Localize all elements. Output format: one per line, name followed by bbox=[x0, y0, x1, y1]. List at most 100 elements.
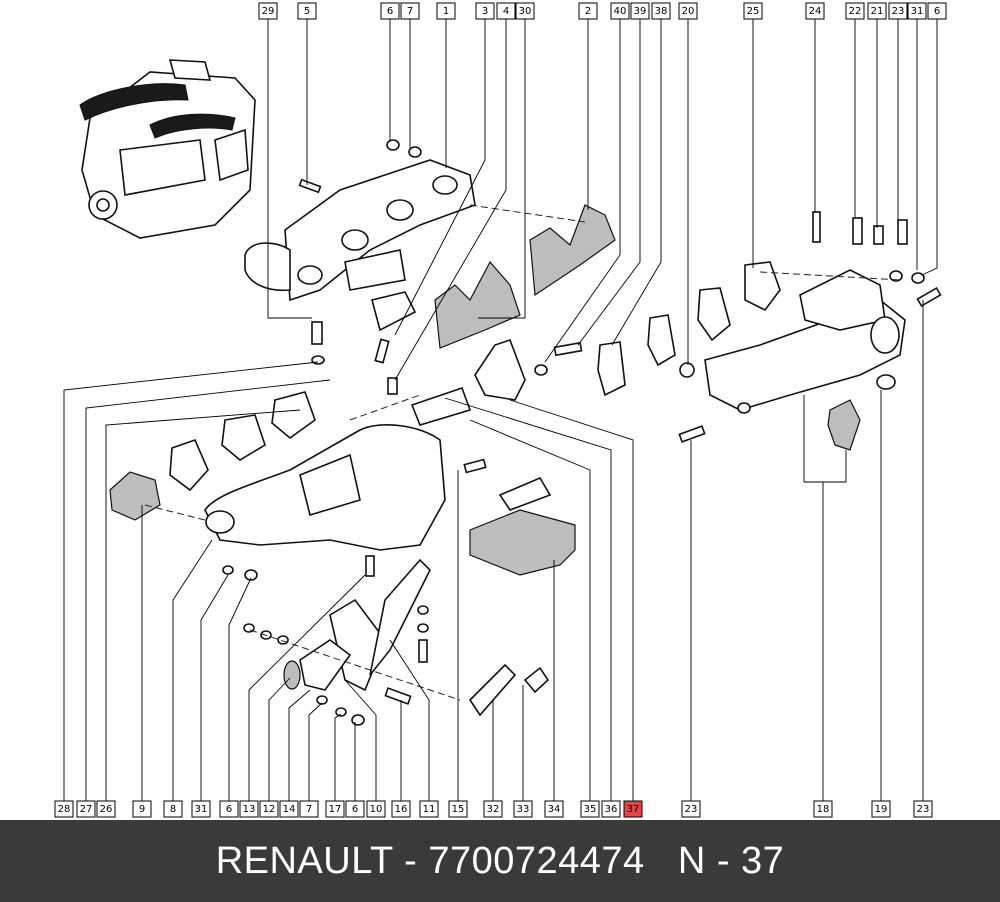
callout-number: 6 bbox=[226, 804, 232, 815]
callout-bottom-18: 33 bbox=[513, 800, 533, 818]
callout-number: 38 bbox=[655, 6, 668, 17]
callout-number: 13 bbox=[243, 804, 256, 815]
callout-number: 32 bbox=[487, 804, 500, 815]
callout-number: 16 bbox=[395, 804, 408, 815]
callout-top-8: 2 bbox=[578, 2, 598, 20]
callout-top-15: 22 bbox=[845, 2, 865, 20]
callout-bottom-16: 15 bbox=[448, 800, 468, 818]
callout-number: 31 bbox=[911, 6, 924, 17]
callout-bottom-4: 8 bbox=[163, 800, 183, 818]
callout-number: 28 bbox=[58, 804, 71, 815]
callout-number: 35 bbox=[584, 804, 597, 815]
callout-bottom-25: 19 bbox=[871, 800, 891, 818]
fasteners bbox=[222, 139, 942, 726]
callout-number: 39 bbox=[634, 6, 647, 17]
callout-bottom-3: 9 bbox=[132, 800, 152, 818]
callout-top-16: 21 bbox=[867, 2, 887, 20]
callout-top-5: 3 bbox=[475, 2, 495, 20]
callout-top-6: 4 bbox=[496, 2, 516, 20]
upper-exhaust-manifold bbox=[244, 159, 476, 332]
callout-number: 20 bbox=[682, 6, 695, 17]
callout-number: 37 bbox=[627, 804, 640, 815]
callout-number: 4 bbox=[503, 6, 509, 17]
callout-top-4: 1 bbox=[436, 2, 456, 20]
callout-number: 12 bbox=[263, 804, 276, 815]
bracket bbox=[410, 338, 526, 426]
callout-bottom-6: 6 bbox=[219, 800, 239, 818]
callout-number: 9 bbox=[139, 804, 145, 815]
callout-bottom-7: 13 bbox=[239, 800, 259, 818]
callout-number: 7 bbox=[306, 804, 312, 815]
callout-number: 3 bbox=[482, 6, 488, 17]
callout-number: 23 bbox=[685, 804, 698, 815]
callout-bottom-20: 35 bbox=[580, 800, 600, 818]
callout-number: 22 bbox=[849, 6, 862, 17]
callout-top-13: 25 bbox=[743, 2, 763, 20]
callout-number: 26 bbox=[100, 804, 113, 815]
callout-number: 5 bbox=[304, 6, 310, 17]
callout-bottom-15: 11 bbox=[419, 800, 439, 818]
callout-number: 21 bbox=[871, 6, 884, 17]
callout-bottom-23: 23 bbox=[681, 800, 701, 818]
callout-top-18: 31 bbox=[907, 2, 927, 20]
right-exhaust-manifold bbox=[597, 261, 906, 451]
callout-number: 29 bbox=[262, 6, 275, 17]
callout-top-12: 20 bbox=[678, 2, 698, 20]
lower-exhaust-manifold bbox=[109, 391, 446, 551]
callout-bottom-10: 7 bbox=[299, 800, 319, 818]
callout-bottom-12: 6 bbox=[345, 800, 365, 818]
callout-number: 23 bbox=[892, 6, 905, 17]
callout-top-17: 23 bbox=[888, 2, 908, 20]
callout-bottom-21: 36 bbox=[601, 800, 621, 818]
callout-bottom-17: 32 bbox=[483, 800, 503, 818]
callout-bottom-2: 26 bbox=[96, 800, 116, 818]
callout-number: 11 bbox=[423, 804, 436, 815]
callout-number: 24 bbox=[809, 6, 822, 17]
callout-number: 27 bbox=[80, 804, 93, 815]
callout-bottom-9: 14 bbox=[279, 800, 299, 818]
callout-top-0: 29 bbox=[258, 2, 278, 20]
callout-bottom-19: 34 bbox=[544, 800, 564, 818]
callout-bottom-11: 17 bbox=[325, 800, 345, 818]
callout-top-3: 7 bbox=[400, 2, 420, 20]
callout-bottom-8: 12 bbox=[259, 800, 279, 818]
callout-bottom-0: 28 bbox=[54, 800, 74, 818]
callout-bottom-24: 18 bbox=[813, 800, 833, 818]
callout-top-2: 6 bbox=[380, 2, 400, 20]
lower-brackets bbox=[283, 558, 550, 717]
callout-top-10: 39 bbox=[630, 2, 650, 20]
callout-top-14: 24 bbox=[805, 2, 825, 20]
callout-bottom-1: 27 bbox=[76, 800, 96, 818]
callout-number: 34 bbox=[548, 804, 561, 815]
callout-top-7: 30 bbox=[515, 2, 535, 20]
engine-thumbnail bbox=[79, 59, 256, 239]
callout-top-11: 38 bbox=[651, 2, 671, 20]
callout-number: 40 bbox=[614, 6, 627, 17]
callout-number: 8 bbox=[170, 804, 176, 815]
callout-number: 15 bbox=[452, 804, 465, 815]
callout-number: 36 bbox=[605, 804, 618, 815]
leader-lines bbox=[63, 19, 938, 801]
callout-number: 31 bbox=[195, 804, 208, 815]
callout-bottom-22: 37 bbox=[623, 800, 643, 818]
exploded-parts-diagram: 2956713430240393820252422212331628272698… bbox=[54, 2, 947, 818]
callout-number: 6 bbox=[387, 6, 393, 17]
callout-number: 10 bbox=[370, 804, 383, 815]
callout-bottom-5: 31 bbox=[191, 800, 211, 818]
part-reference-title: RENAULT - 7700724474 N - 37 bbox=[215, 839, 785, 882]
upper-gaskets bbox=[434, 204, 616, 349]
assembly-axes bbox=[144, 204, 901, 701]
callout-bottom-13: 10 bbox=[366, 800, 386, 818]
callout-number: 17 bbox=[329, 804, 342, 815]
callout-number: 19 bbox=[875, 804, 888, 815]
callout-number: 23 bbox=[917, 804, 930, 815]
callout-number: 33 bbox=[517, 804, 530, 815]
callout-bottom-26: 23 bbox=[913, 800, 933, 818]
heat-shield bbox=[469, 476, 576, 576]
callout-number: 25 bbox=[747, 6, 760, 17]
callout-number: 14 bbox=[283, 804, 296, 815]
callout-top-19: 6 bbox=[927, 2, 947, 20]
callout-top-1: 5 bbox=[297, 2, 317, 20]
callout-number: 18 bbox=[817, 804, 830, 815]
